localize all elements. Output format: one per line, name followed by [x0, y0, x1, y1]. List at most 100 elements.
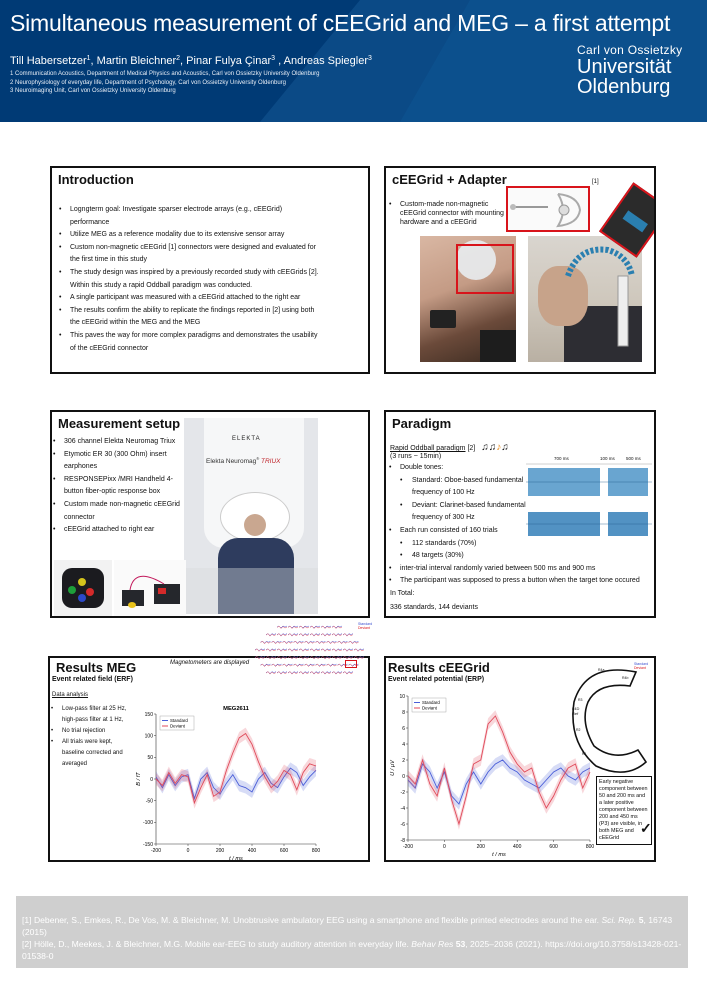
- sensor-trace-deviant: [293, 663, 304, 667]
- list-item: Standard: Oboe-based fundamental frequen…: [386, 475, 526, 500]
- panel-title: Paradigm: [392, 416, 452, 431]
- electrode-label: R1: [582, 752, 587, 756]
- y-tick-label: 2: [402, 758, 405, 764]
- sensor-trace-deviant: [331, 625, 343, 629]
- analysis-heading: Data analysis: [52, 692, 89, 698]
- ear-photo: [420, 236, 516, 362]
- y-tick-label: -4: [401, 806, 406, 812]
- confidence-band: [156, 727, 316, 809]
- sensor-trace-deviant: [287, 633, 299, 637]
- sensor-trace-deviant: [342, 656, 354, 660]
- x-tick-label: 400: [513, 844, 522, 850]
- electrode-legend-deviant: Deviant: [634, 666, 646, 670]
- author-name: Martin Bleichner: [96, 55, 177, 67]
- ear-highlight: [456, 244, 514, 294]
- sensor-trace-deviant: [304, 663, 315, 667]
- checkmark-icon: ✓: [640, 820, 652, 836]
- electrode-label: R4b: [622, 676, 629, 680]
- author-name: Pinar Fulya Çinar: [186, 55, 272, 67]
- poster-header: Simultaneous measurement of cEEGrid and …: [0, 0, 707, 122]
- sensor-trace-deviant: [260, 640, 271, 645]
- x-tick-label: 400: [248, 848, 257, 854]
- measurement-setup-panel: Measurement setup 306 channel Elekta Neu…: [50, 410, 370, 618]
- y-tick-label: 100: [145, 733, 154, 739]
- adapter-list: Custom-made non-magnetic cEEGrid connect…: [386, 200, 506, 227]
- panel-title: Introduction: [58, 172, 134, 187]
- author-name: Andreas Spiegler: [283, 55, 369, 67]
- series-line: [155, 732, 317, 805]
- connector-image: [506, 186, 590, 232]
- y-axis-label: U / µV: [390, 759, 396, 776]
- sensor-trace-deviant: [276, 648, 288, 652]
- sensor-trace-deviant: [287, 656, 299, 660]
- sensor-trace-deviant: [298, 625, 310, 629]
- waveform-graphic: [526, 463, 652, 536]
- x-axis-label: t / ms: [229, 856, 243, 862]
- series-line: [407, 715, 591, 826]
- x-axis-label: t / ms: [492, 852, 506, 858]
- electrode-label: R2: [576, 728, 581, 732]
- author-list: Till Habersetzer1, Martin Bleichner2, Pi…: [10, 55, 372, 67]
- x-tick-label: -200: [151, 848, 161, 854]
- university-logo: Carl von Ossietzky Universität Oldenburg: [577, 43, 683, 98]
- y-tick-label: 150: [145, 712, 154, 718]
- sensor-trace-deviant: [282, 663, 293, 667]
- paradigm-list: Double tones: Standard: Oboe-based funda…: [386, 462, 654, 588]
- sensor-trace-deviant: [353, 648, 365, 652]
- list-item: Double tones:: [386, 462, 654, 475]
- sensor-trace-deviant: [309, 625, 321, 629]
- y-tick-label: 8: [402, 710, 405, 716]
- x-tick-label: 0: [443, 844, 446, 850]
- sensor-trace-deviant: [265, 671, 277, 675]
- sensor-trace-deviant: [265, 656, 277, 660]
- legend-box: [159, 715, 195, 731]
- sensor-trace-deviant: [320, 656, 332, 660]
- sensor-trace-deviant: [265, 648, 277, 652]
- sensor-trace-deviant: [342, 648, 354, 652]
- total-label: In Total:: [390, 590, 415, 597]
- list-item: cEEGrid attached to right ear: [52, 524, 180, 537]
- reference-tag: [1]: [592, 179, 599, 185]
- sensor-trace-deviant: [331, 671, 343, 675]
- sensor-trace-deviant: [315, 663, 326, 667]
- poster-title: Simultaneous measurement of cEEGrid and …: [10, 10, 671, 36]
- list-item: RESPONSEPixx /MRI Handheld 4-button fibe…: [52, 474, 180, 499]
- legend-label: Deviant: [170, 724, 186, 729]
- reference-item: [2] Hölle, D., Meekes, J. & Bleichner, M…: [22, 939, 682, 961]
- ceegrid-electrode-map: [572, 669, 648, 773]
- y-tick-label: 0: [402, 774, 405, 780]
- sensor-trace-deviant: [326, 663, 337, 667]
- paradigm-panel: Paradigm Rapid Oddball paradigm [2] ♫♫♪♫…: [384, 410, 656, 618]
- paradigm-heading: Rapid Oddball paradigm [2] ♫♫♪♫: [390, 442, 509, 453]
- meg-scanner-photo: ELEKTA Elekta Neuromag® TRIUX: [184, 418, 318, 614]
- sensor-trace-deviant: [260, 663, 271, 667]
- panel-subtitle: Event related field (ERF): [52, 676, 133, 683]
- list-item: 112 standards (70%): [386, 538, 654, 551]
- panel-title: Results cEEGrid: [388, 660, 490, 675]
- sensor-trace-deviant: [298, 648, 310, 652]
- sensor-trace-deviant: [331, 633, 343, 637]
- list-item: The results confirm the ability to repli…: [56, 305, 320, 330]
- sensor-trace-deviant: [309, 656, 321, 660]
- list-item: This paves the way for more complex para…: [56, 330, 320, 355]
- sensor-trace-deviant: [265, 633, 277, 637]
- x-tick-label: 600: [280, 848, 289, 854]
- list-item: The participant was supposed to press a …: [386, 575, 654, 588]
- sensor-grid: [254, 625, 365, 675]
- sensor-trace-deviant: [276, 671, 288, 675]
- sensor-trace-deviant: [271, 663, 282, 667]
- sensor-trace-deviant: [342, 671, 354, 675]
- y-tick-label: -50: [146, 798, 153, 804]
- series-line: [155, 767, 317, 801]
- sensor-trace-deviant: [348, 640, 359, 645]
- panel-subtitle: Event related potential (ERP): [388, 676, 485, 683]
- sensor-trace-deviant: [271, 640, 282, 645]
- sensor-trace-deviant: [320, 671, 332, 675]
- y-tick-label: 10: [399, 694, 405, 700]
- mount-photo: [528, 236, 642, 362]
- sensor-trace-deviant: [298, 656, 310, 660]
- connector-drawing: [510, 193, 582, 228]
